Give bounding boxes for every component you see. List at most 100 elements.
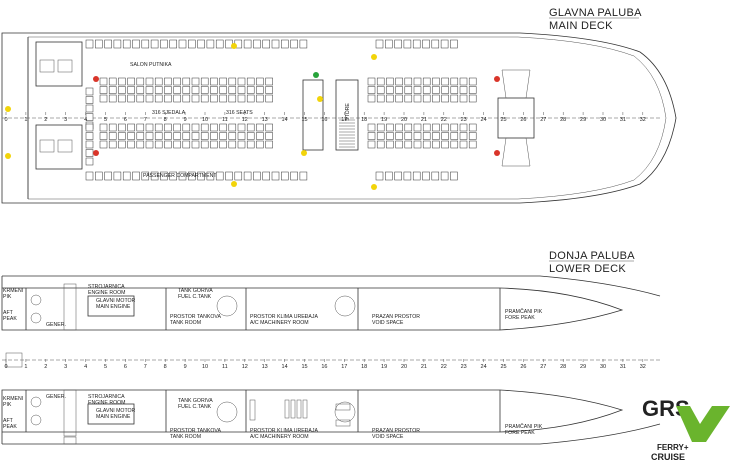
lower-deck-fuel-tank-bottom — [216, 401, 238, 423]
seat — [215, 39, 224, 49]
seat — [459, 94, 468, 103]
safety-marker — [494, 150, 500, 156]
safety-marker — [93, 76, 99, 82]
frame-number: 5 — [104, 364, 107, 370]
seat — [136, 77, 145, 86]
seat — [164, 123, 172, 132]
seat — [404, 123, 413, 132]
seat — [164, 132, 172, 140]
frame-number: 17 — [341, 117, 347, 123]
seat — [164, 77, 172, 86]
frame-number: 19 — [381, 364, 387, 370]
seat — [127, 140, 135, 149]
lower-deck-gearbox-bottom — [63, 389, 77, 437]
seat — [136, 123, 145, 132]
seat — [154, 94, 163, 103]
seat — [431, 171, 440, 181]
seat — [108, 132, 117, 140]
seat — [385, 39, 393, 49]
frame-number: 21 — [421, 117, 427, 123]
seat — [108, 94, 117, 103]
frame-number: 1 — [24, 364, 27, 370]
seat — [150, 171, 159, 181]
seat — [197, 39, 205, 49]
seat — [127, 123, 135, 132]
seat — [145, 140, 154, 149]
frame-number: 27 — [540, 117, 546, 123]
seat — [413, 77, 422, 86]
seat — [299, 171, 308, 181]
seat — [376, 140, 385, 149]
frame-number: 23 — [461, 117, 467, 123]
lower-deck-gearbox-top — [63, 283, 77, 331]
seat — [85, 87, 94, 96]
seat — [403, 171, 412, 181]
lower-deck-bulkheads — [25, 288, 501, 432]
seat — [394, 171, 402, 181]
seat — [154, 140, 163, 149]
lower-deck-upper-hull — [1, 276, 624, 331]
frame-number: 11 — [222, 117, 228, 123]
frame-number: 29 — [580, 117, 586, 123]
seat — [237, 86, 246, 94]
frame-number: 13 — [262, 117, 268, 123]
seat — [422, 94, 431, 103]
seat — [367, 140, 376, 149]
seat — [262, 171, 270, 181]
seat — [262, 39, 270, 49]
seat — [122, 171, 131, 181]
frame-number: 14 — [282, 364, 288, 370]
frame-number: 8 — [164, 117, 167, 123]
seat — [367, 123, 376, 132]
frame-number: 26 — [520, 117, 526, 123]
seat — [376, 94, 385, 103]
seat — [219, 94, 227, 103]
seat — [206, 171, 215, 181]
seat — [145, 77, 154, 86]
seat — [256, 123, 264, 132]
seat — [225, 171, 233, 181]
seat — [85, 149, 94, 157]
seat — [182, 86, 191, 94]
seat — [182, 94, 191, 103]
seat — [386, 77, 394, 86]
seat — [85, 113, 94, 121]
seat — [376, 77, 385, 86]
seat — [85, 157, 94, 166]
seat — [367, 94, 376, 103]
seat — [108, 86, 117, 94]
frame-number: 5 — [104, 117, 107, 123]
seat — [173, 94, 181, 103]
seat — [191, 140, 200, 149]
seat — [422, 171, 430, 181]
seat — [132, 171, 140, 181]
frame-number: 15 — [301, 117, 307, 123]
frame-number: 7 — [144, 117, 147, 123]
seat — [178, 39, 187, 49]
frame-number: 25 — [500, 117, 506, 123]
seat — [219, 132, 227, 140]
seat — [432, 132, 440, 140]
seat — [234, 171, 243, 181]
seat — [188, 39, 196, 49]
seat — [154, 123, 163, 132]
seat — [422, 39, 430, 49]
seat — [141, 39, 150, 49]
lower-deck-ac-equipment — [249, 399, 351, 427]
safety-marker — [313, 72, 319, 78]
seat — [210, 123, 218, 132]
seat — [191, 94, 200, 103]
seat — [118, 132, 126, 140]
lower-deck-hatch — [63, 436, 77, 445]
frame-number: 16 — [321, 364, 327, 370]
seat — [108, 123, 117, 132]
frame-number: 28 — [560, 364, 566, 370]
seat — [169, 39, 177, 49]
